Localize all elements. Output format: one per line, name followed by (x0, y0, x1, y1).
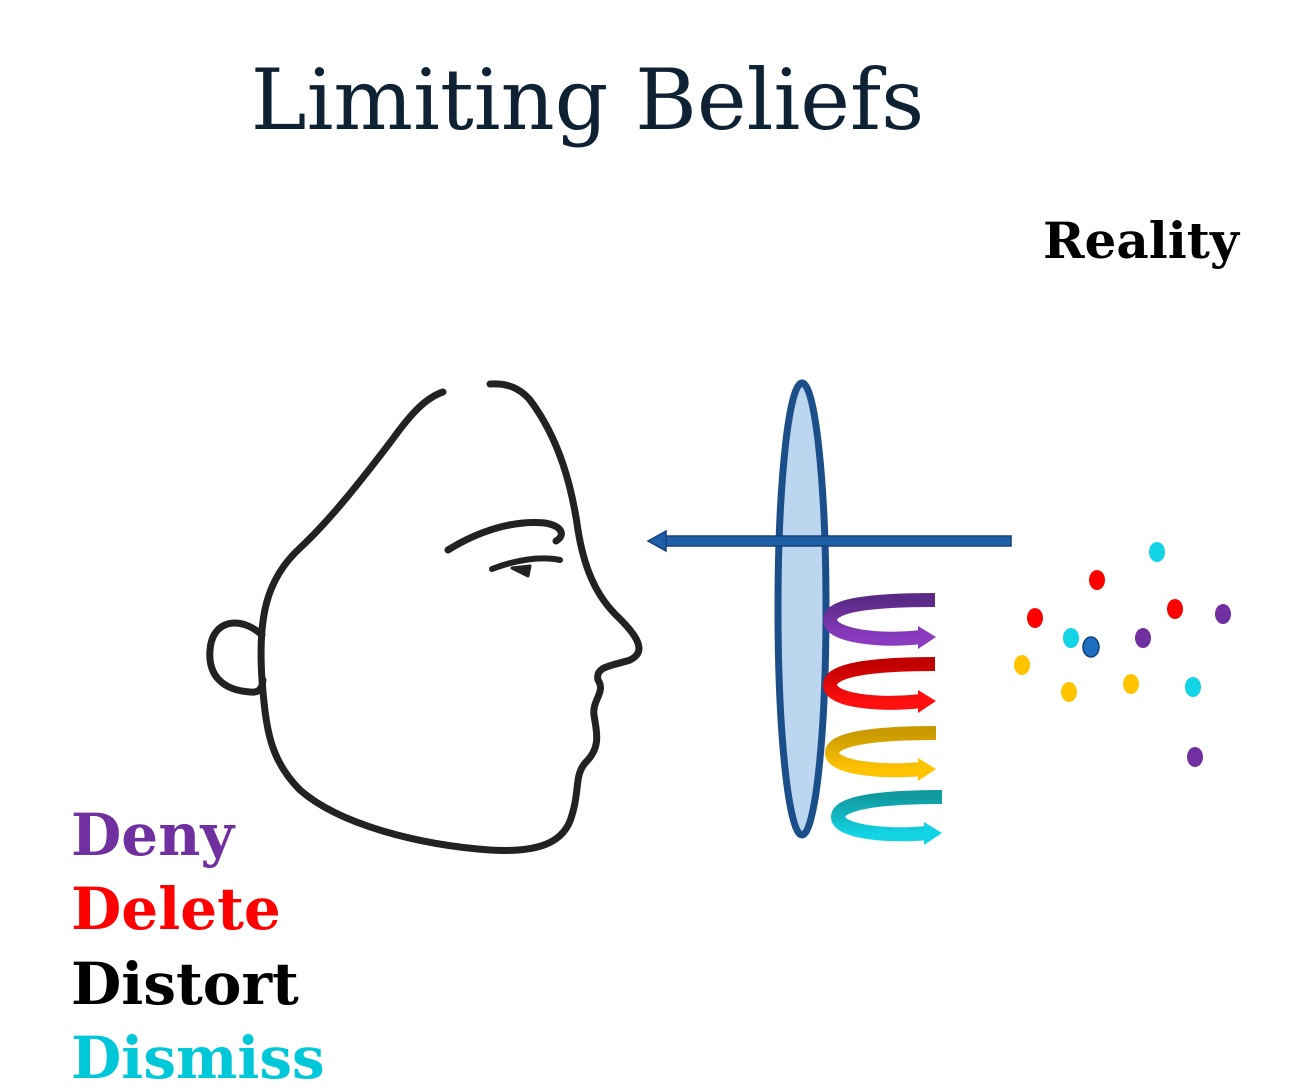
reality-dot (1185, 677, 1201, 697)
reality-label: Reality (1043, 211, 1239, 270)
lens-filter (774, 379, 830, 839)
perception-arrow-icon (646, 529, 1012, 553)
reality-dot (1215, 604, 1231, 624)
reality-dot (1135, 628, 1151, 648)
reality-dot (1063, 628, 1079, 648)
delete-swirl-arrow-icon (822, 657, 936, 713)
delete-label: Delete (71, 875, 281, 943)
reality-dot (1082, 636, 1100, 658)
reality-dot (1089, 570, 1105, 590)
deny-swirl-arrow-icon (822, 593, 936, 649)
distort-swirl-arrow-icon (824, 726, 937, 781)
page-title: Limiting Beliefs (250, 51, 925, 149)
reality-dot (1149, 542, 1165, 562)
dismiss-swirl-arrow-icon (830, 790, 943, 845)
reality-dots (1014, 542, 1231, 767)
head-profile-icon (206, 380, 643, 854)
reality-dot (1027, 608, 1043, 628)
reality-dot (1187, 747, 1203, 767)
dismiss-label: Dismiss (71, 1024, 325, 1092)
reality-dot (1061, 682, 1077, 702)
reality-dot (1167, 599, 1183, 619)
reality-dot (1014, 655, 1030, 675)
deny-label: Deny (71, 801, 235, 869)
reality-dot (1123, 674, 1139, 694)
distort-label: Distort (71, 950, 299, 1018)
